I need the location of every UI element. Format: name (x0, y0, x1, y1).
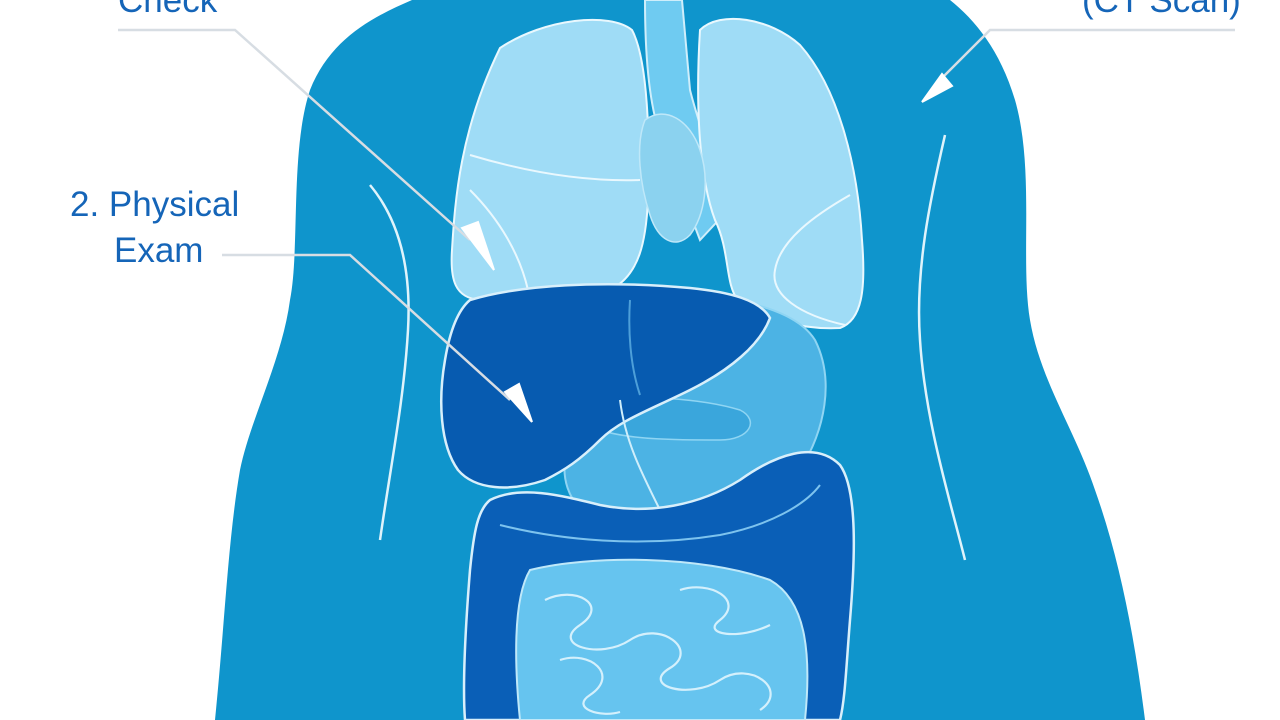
leader-line-top-right (934, 28, 1235, 86)
lung-left-fissure-2 (469, 189, 529, 291)
gallbladder-duct (619, 399, 661, 511)
label-check-text: Check (118, 0, 218, 20)
small-intestine-coils (544, 586, 772, 715)
label-physical-exam: 2. Physical Exam (70, 182, 239, 274)
label-check: Check (118, 0, 217, 24)
right-arm-groove (917, 134, 967, 561)
label-ct-scan: (CT Scan) (1082, 0, 1241, 24)
label-ct-scan-text: (CT Scan) (1082, 0, 1241, 20)
leader-line-physical (222, 253, 511, 401)
large-intestine-inner-line (499, 484, 821, 543)
heart (638, 113, 706, 243)
liver-lobe-line (628, 299, 641, 396)
label-physical-exam-line2: Exam (114, 231, 204, 270)
pointer-needle-icon (460, 220, 495, 271)
label-physical-exam-line1: 2. Physical (70, 185, 240, 224)
lung-right (697, 17, 865, 330)
pointer-needle-icon (921, 72, 954, 103)
lung-right-fissure (773, 194, 851, 326)
liver (440, 282, 772, 489)
pointer-needle-icon (503, 382, 533, 423)
leader-line-top-left (118, 28, 471, 241)
lung-left-fissure (469, 154, 641, 182)
left-arm-groove (369, 184, 410, 541)
small-intestine (515, 558, 809, 720)
